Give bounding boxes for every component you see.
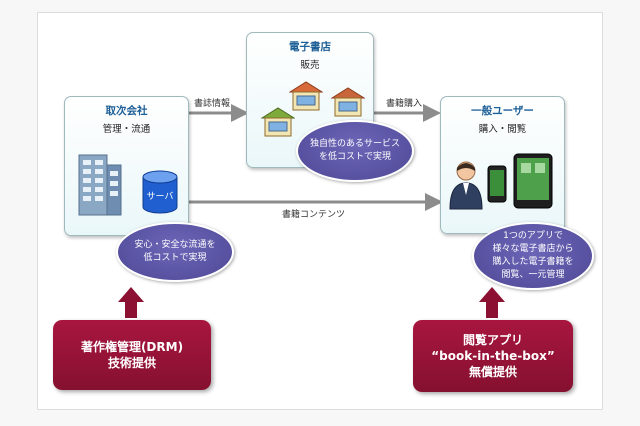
- user-benefit-bubble: 1つのアプリで 様々な電子書店から 購入した電子書籍を 閲覧、一元管理: [472, 222, 594, 290]
- distributor-subtitle: 管理・流通: [102, 124, 151, 135]
- book-info-label: 書誌情報: [194, 99, 231, 109]
- viewer-app-provision-box: 閲覧アプリ “book-in-the-box” 無償提供: [413, 320, 573, 392]
- user-subtitle: 購入・閲覧: [478, 124, 527, 135]
- smartphone-icon: [487, 165, 507, 203]
- shop-icon: [289, 81, 323, 111]
- distributor-benefit-bubble: 安心・安全な流通を 低コストで実現: [116, 222, 234, 282]
- tablet-icon: [513, 153, 553, 209]
- user-title: 一般ユーザー: [471, 105, 534, 117]
- distributor-node: 取次会社 管理・流通 サーバ: [64, 96, 189, 236]
- bookstore-title: 電子書店: [289, 41, 331, 53]
- office-building-icon: [78, 154, 122, 216]
- book-purchase-label: 書籍購入: [386, 99, 423, 109]
- bookstore-subtitle: 販売: [300, 60, 320, 71]
- server-label: サーバ: [146, 192, 174, 202]
- person-icon: [449, 161, 483, 210]
- distributor-title: 取次会社: [105, 105, 148, 117]
- shop-icon: [261, 107, 295, 137]
- shop-icon: [331, 87, 365, 117]
- bookstore-benefit-bubble: 独自性のあるサービス を低コストで実現: [296, 120, 414, 182]
- server-icon: [142, 170, 178, 214]
- book-content-label: 書籍コンテンツ: [282, 210, 346, 220]
- user-node: 一般ユーザー 購入・閲覧: [440, 96, 565, 234]
- drm-provision-box: 著作権管理(DRM) 技術提供: [53, 320, 211, 390]
